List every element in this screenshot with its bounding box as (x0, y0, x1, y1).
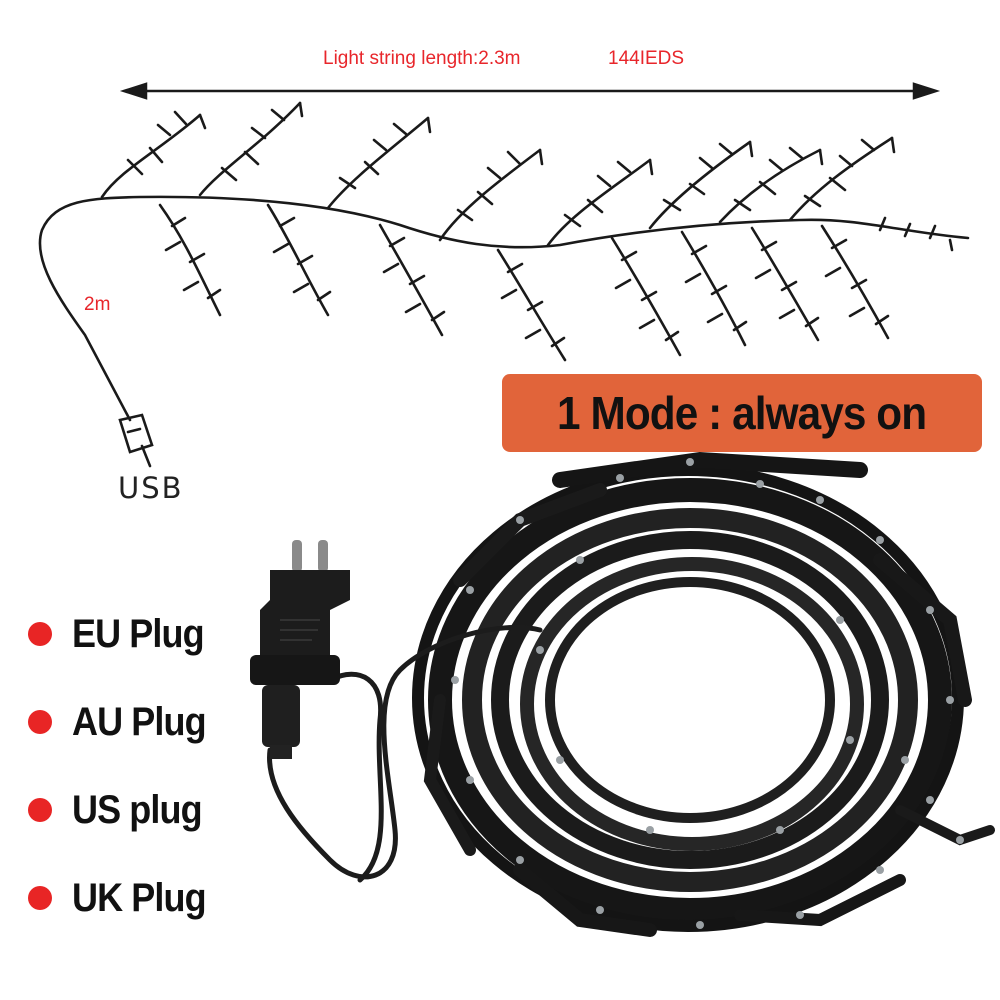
plug-options-list: EU Plug AU Plug US plug UK Plug (28, 590, 221, 942)
cable-length-label: 2m (84, 294, 111, 315)
plug-option-label: EU Plug (72, 611, 205, 656)
bullet-dot-icon (28, 798, 52, 822)
plug-option-uk: UK Plug (28, 854, 221, 942)
bullet-dot-icon (28, 886, 52, 910)
double-arrow-icon (119, 82, 941, 100)
string-length-text: Light string length:2.3m (323, 48, 521, 69)
plug-option-eu: EU Plug (28, 590, 221, 678)
adapter-cable (267, 624, 543, 883)
branch-string-diagram (38, 82, 970, 468)
mode-badge: 1 Mode : always on (502, 374, 982, 452)
plug-option-label: AU Plug (72, 699, 207, 744)
usb-connector-icon (118, 413, 154, 468)
string-outline (38, 101, 970, 468)
plug-option-au: AU Plug (28, 678, 221, 766)
usb-label: USB (118, 471, 184, 505)
bullet-dot-icon (28, 710, 52, 734)
mode-label: 1 Mode : always on (557, 387, 927, 439)
plug-option-us: US plug (28, 766, 221, 854)
bullet-dot-icon (28, 622, 52, 646)
coiled-light-string (412, 451, 995, 937)
power-adapter-icon (250, 540, 350, 759)
plug-option-label: UK Plug (72, 875, 207, 920)
led-count-text: 144IEDS (608, 48, 685, 69)
plug-option-label: US plug (72, 787, 203, 832)
